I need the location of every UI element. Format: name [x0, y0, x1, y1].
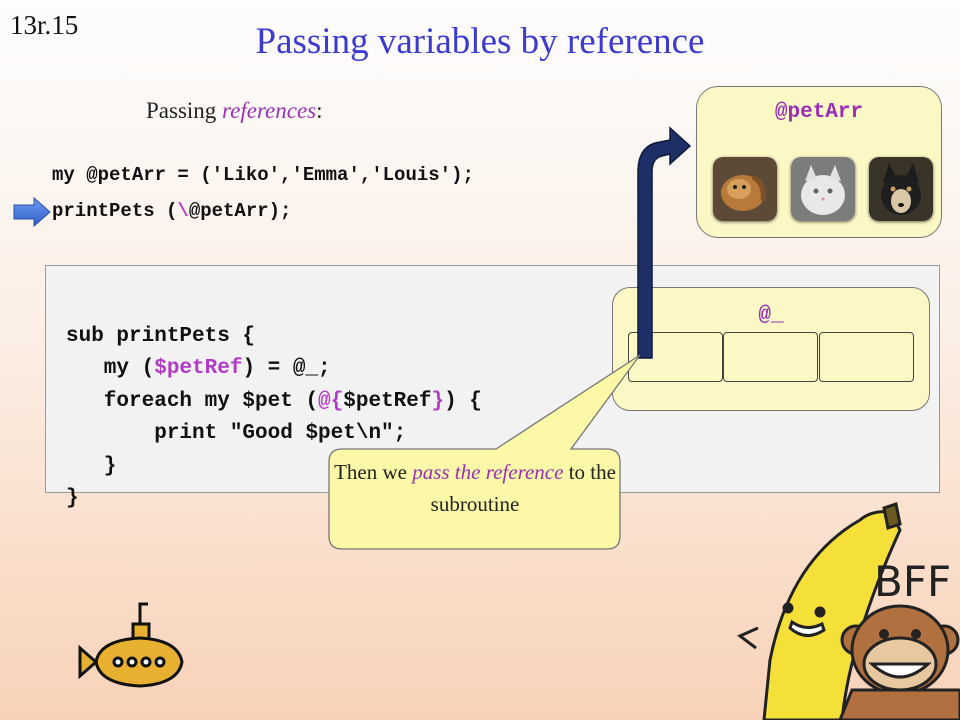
callout-text-emphasis: pass the reference	[412, 460, 564, 484]
code-line-call: printPets (\@petArr);	[52, 200, 291, 222]
args-slot-2	[723, 332, 818, 382]
sub-line-2: my ($petRef) = @_;	[66, 353, 482, 386]
slide-number: 13r.15	[10, 10, 79, 40]
callout-text-c: to the subroutine	[430, 460, 616, 516]
intro-prefix: Passing	[146, 98, 223, 123]
args-array-label: @_	[758, 304, 784, 327]
pet-array-label: @petArr	[774, 101, 864, 124]
sub-line-5: }	[66, 454, 117, 478]
sub-line-3-deref-open: @{	[318, 389, 344, 413]
sub-line-3-deref-close: }	[431, 389, 445, 413]
bff-text: BFF	[874, 557, 951, 606]
sub-line-3e: ) {	[444, 389, 482, 413]
current-line-arrow-icon	[13, 196, 51, 228]
sub-line-1: sub printPets {	[66, 324, 256, 348]
sub-line-4: print "Good $pet\n";	[66, 422, 407, 445]
sub-line-3c: $petRef	[343, 389, 432, 413]
callout-bubble	[328, 354, 641, 550]
monkey-character-icon	[838, 604, 960, 720]
subroutine-code: sub printPets { my ($petRef) = @_; forea…	[66, 288, 482, 581]
code-line-array: my @petArr = ('Liko','Emma','Louis');	[52, 164, 474, 186]
call-prefix: printPets (	[52, 200, 178, 222]
slide-title: Passing variables by reference	[255, 21, 705, 62]
sub-line-2c: ) = @_;	[242, 357, 331, 380]
args-slot-3	[819, 332, 914, 382]
args-array-box: @_	[612, 287, 930, 411]
sub-line-3a: foreach my $pet (	[66, 389, 319, 413]
sub-line-2a: my (	[66, 357, 155, 380]
sub-line-2-petref: $petRef	[154, 357, 243, 380]
intro-text: Passing references:	[146, 98, 323, 124]
intro-suffix: :	[316, 98, 323, 123]
cat-photo-emma	[791, 157, 855, 221]
sub-line-6: }	[66, 487, 79, 510]
submarine-icon	[78, 602, 184, 688]
sub-line-3: foreach my $pet (@{$petRef}) {	[66, 386, 482, 419]
intro-emphasis: references	[222, 98, 317, 123]
callout-text: Then we pass the reference to the subrou…	[330, 456, 620, 520]
callout-text-a: Then we	[334, 460, 413, 484]
pet-array-box: @petArr	[696, 86, 942, 238]
cat-photo-liko	[713, 157, 777, 221]
banana-character-icon	[737, 502, 902, 720]
dog-photo-louis	[869, 157, 933, 221]
call-suffix: @petArr);	[188, 200, 292, 222]
reference-arrow-icon	[637, 126, 692, 359]
call-backslash: \	[177, 200, 189, 222]
